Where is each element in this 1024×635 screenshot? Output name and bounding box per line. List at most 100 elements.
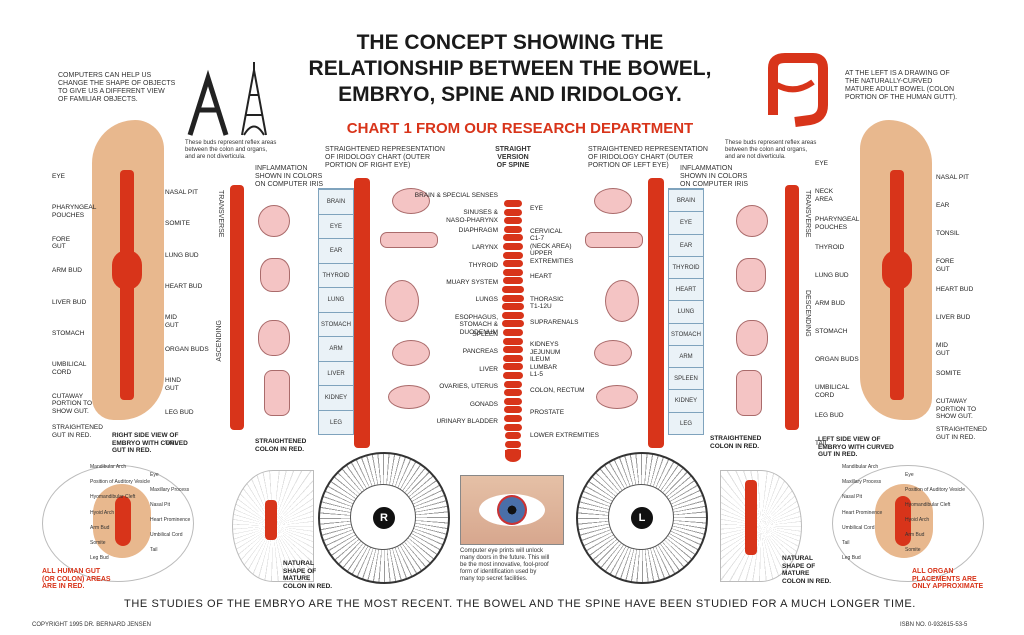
natural-colon-left (265, 500, 277, 540)
right-embryo-label: LEG BUD (815, 412, 844, 419)
copyright: COPYRIGHT 1995 DR. BERNARD JENSEN (32, 622, 151, 628)
small-embryo-right-label: Hyomandibular Cleft (905, 501, 951, 508)
vertebra (502, 277, 524, 285)
left-iris-letter: L (629, 505, 655, 531)
spine-label: HEART (530, 273, 552, 281)
left-iris-heading: STRAIGHTENED REPRESENTATION OF IRIDOLOGY… (588, 146, 708, 169)
small-embryo-right-label: Nasal Pit (842, 494, 863, 501)
right-embryo-label: SOMITE (936, 370, 961, 377)
computer-eye-note: Computer eye prints will unlock many doo… (460, 548, 550, 582)
small-embryo-left-label: Arm Bud (90, 524, 110, 531)
left-embryo-label: ORGAN BUDS (165, 345, 209, 353)
left-embryo-label: PHARYNGEAL POUCHES (52, 204, 97, 219)
right-embryo-label: PHARYNGEAL POUCHES (815, 216, 860, 231)
small-embryo-left-label: Eye (150, 471, 159, 478)
organ-label: LARYNX (472, 244, 498, 252)
organ-label: LIVER (479, 365, 498, 373)
right-embryo-label: ARM BUD (815, 300, 845, 307)
vertebra (502, 346, 524, 354)
left-embryo-label: STRAIGHTENED GUT IN RED. (52, 424, 103, 439)
right-embryo-label: TAIL (815, 440, 829, 447)
iris-zone-cell: SPLEEN (669, 367, 703, 390)
vertebra (502, 337, 524, 345)
vertebra (503, 225, 523, 233)
iris-zone-cell: THYROID (319, 262, 353, 289)
iris-zone-cell: STOMACH (669, 322, 703, 346)
organ-label: MUARY SYSTEM (446, 278, 498, 286)
isbn: ISBN NO. 0-932615-53-5 (900, 622, 968, 628)
left-embryo-label: LUNG BUD (165, 251, 199, 259)
spine-heading: STRAIGHT VERSION OF SPINE (495, 146, 531, 169)
chart-subtitle: CHART 1 FROM OUR RESEARCH DEPARTMENT (346, 120, 694, 137)
leg-sketch-right (736, 370, 762, 416)
page-title: THE CONCEPT SHOWING THE RELATIONSHIP BET… (308, 31, 712, 106)
colon-iris-fragment-right (720, 470, 802, 582)
vertebra (504, 432, 522, 440)
right-embryo-label: TONSIL (936, 230, 960, 237)
eiffel-tower-icon (187, 62, 267, 136)
left-embryo-label: SOMITE (165, 220, 190, 228)
eye-photo (460, 475, 564, 545)
small-embryo-right-label: Umbilical Cord (842, 524, 875, 531)
right-embryo-heart (882, 250, 912, 290)
vertebra (504, 406, 522, 414)
small-embryo-left-label: Umbilical Cord (150, 532, 183, 539)
spine-label: LUMBAR L1-5 (530, 363, 558, 379)
spine-label: THORASIC T1-12U (530, 295, 564, 311)
head-sketch-right (736, 205, 768, 237)
vertebra (504, 415, 522, 422)
left-embryo-label: LIVER BUD (52, 298, 87, 306)
small-embryo-right-label: Somite (905, 547, 921, 554)
vertebra (503, 217, 523, 225)
liver-sketch-right (594, 340, 632, 366)
small-embryo-right-label: Mandibular Arch (842, 464, 879, 470)
iris-zone-cell: EAR (669, 233, 703, 257)
descending-label: DESCENDING (804, 290, 811, 337)
organ-label: GONADS (469, 400, 498, 408)
lung-sketch-left (385, 280, 419, 322)
small-embryo-left-label: Leg Bud (90, 555, 109, 561)
organ-label: BRAIN & SPECIAL SENSES (414, 192, 498, 199)
iris-zone-cell: LUNG (319, 287, 353, 313)
right-embryo-label: FORE GUT (936, 258, 955, 273)
left-embryo-label: STOMACH (52, 330, 85, 338)
computers-note: COMPUTERS CAN HELP US CHANGE THE SHAPE O… (58, 72, 176, 103)
vertebra (504, 423, 522, 431)
heart-sketch-left (260, 258, 290, 292)
small-embryo-right-label: Leg Bud (842, 555, 861, 561)
organ-label: OVARIES, UTERUS (439, 383, 498, 391)
small-embryo-left-label: Nasal Pit (150, 501, 171, 508)
vertebra (503, 389, 523, 397)
left-embryo-label: NASAL PIT (165, 188, 198, 196)
all-gut-note: ALL HUMAN GUT (OR COLON) AREAS ARE IN RE… (42, 568, 111, 590)
vertebra (503, 354, 523, 362)
vertebra (502, 260, 524, 268)
right-embryo-label: EYE (815, 160, 829, 167)
brain-sketch-right (594, 188, 632, 214)
organ-label: LUNGS (475, 296, 498, 304)
natural-colon-right (745, 480, 757, 555)
straightened-colon-left (230, 185, 244, 430)
organ-label: SINUSES & NASO-PHARYNX (446, 209, 498, 224)
small-embryo-right-label: Arm Bud (905, 532, 925, 539)
right-embryo-label: UMBILICAL CORD (815, 384, 850, 399)
arm-sketch-right (585, 232, 643, 248)
kidney-sketch-right (596, 385, 638, 409)
right-embryo-label: EAR (936, 202, 950, 209)
small-embryo-right-label: Eye (905, 471, 914, 478)
left-embryo-label: HEART BUD (165, 282, 203, 290)
vertebra (504, 200, 522, 207)
spine-label: CERVICAL C1-7 (NECK AREA) (530, 227, 572, 250)
small-embryo-left-label: Hyomandibular Cleft (90, 494, 136, 501)
small-embryo-right-label: Tail (842, 539, 850, 546)
right-embryo-label: ORGAN BUDS (815, 356, 859, 363)
right-embryo-label: MID GUT (936, 342, 950, 357)
small-embryo-right-label: Hyoid Arch (905, 517, 930, 524)
vertebra (502, 320, 524, 328)
inflammation-note-left: INFLAMMATION SHOWN IN COLORS ON COMPUTER… (255, 165, 324, 188)
buds-note-left: These buds represent reflex areas betwee… (185, 140, 277, 160)
left-embryo-label: MID GUT (165, 314, 179, 329)
left-embryo-label: CUTAWAY PORTION TO SHOW GUT. (52, 392, 93, 415)
transverse-label-left: TRANSVERSE (217, 190, 224, 238)
